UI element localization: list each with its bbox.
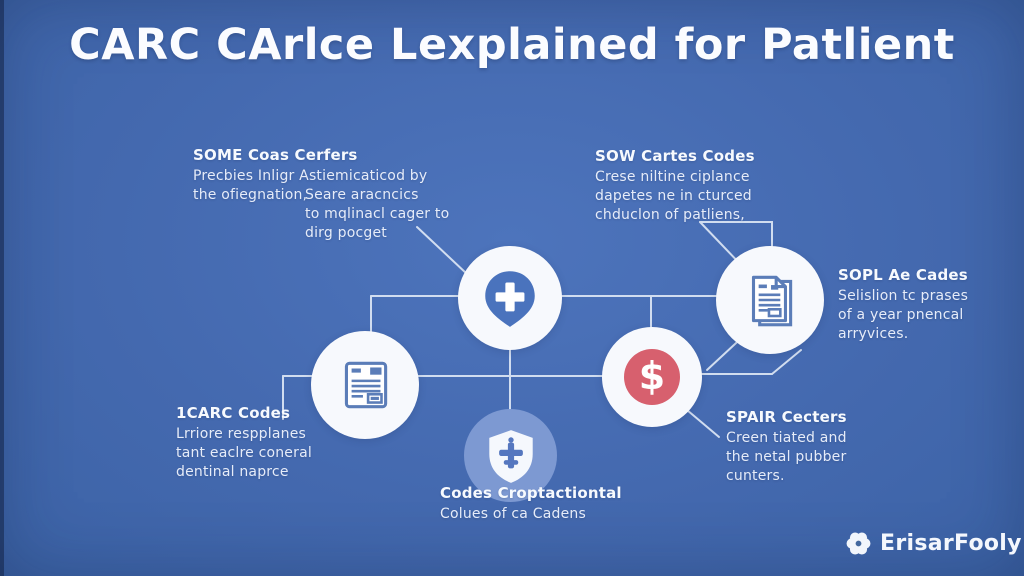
block-line: cunters. [726,468,785,484]
block-line: Precbies Inligr Astiemicaticod by [193,168,428,184]
block-line: the netal pubber [726,449,847,465]
text-block-carc-codes: 1CARC Codes Lrriore respplanes tant eacl… [176,404,312,482]
dollar-sign: $ [638,354,666,398]
block-heading: Codes Croptactiontal [440,484,622,502]
block-line: Selislion tc prases [838,288,969,304]
block-line: tant eaclre coneral [176,445,312,461]
block-line: dirg pocget [305,225,387,241]
block-line: Creen tiated and [726,430,847,446]
block-line: Lrriore respplanes [176,426,307,442]
circle-form-document [311,331,419,439]
block-heading: SPAIR Cecters [726,408,847,426]
block-line: the ofiegnation, [193,187,308,203]
block-line: to mqlinacl cager to [305,206,450,222]
block-line: dapetes ne in cturced [595,188,752,204]
brand-logo: ErisarFooly [845,530,1022,557]
text-block-sow-cartes: SOW Cartes Codes Crese niltine ciplance … [595,147,755,225]
form-document-icon [344,361,388,409]
brand-name: ErisarFooly [880,531,1022,556]
block-heading: SOW Cartes Codes [595,147,755,165]
block-heading: 1CARC Codes [176,404,291,422]
block-line: dentinal naprce [176,464,289,480]
block-line: Colues of ca Cadens [440,506,586,522]
document-pages-icon [751,275,793,327]
circle-shield [464,409,557,502]
block-line: Crese niltine ciplance [595,169,750,185]
block-line: chduclon of patliens, [595,207,745,223]
block-line: of a year pnencal [838,307,964,323]
text-block-some-coas-indent: Seare aracncics to mqlinacl cager to dir… [305,186,449,243]
dollar-coin-icon: $ [624,349,680,405]
medical-plus-pin-icon [485,271,535,327]
circle-dollar: $ [602,327,702,427]
text-block-spair: SPAIR Cecters Creen tiated and the netal… [726,408,847,486]
block-heading: SOPL Ae Cades [838,266,968,284]
circle-document-pages [716,246,824,354]
circle-medical-pin [458,246,562,350]
block-line: arryvices. [838,326,909,342]
text-block-sopl-ae: SOPL Ae Cades Selislion tc prases of a y… [838,266,968,344]
shield-cross-icon [488,429,533,483]
block-line: Seare aracncics [305,187,419,203]
text-block-some-coas: SOME Coas Cerfers Precbies Inligr Astiem… [193,146,427,205]
flower-gear-icon [846,532,871,555]
page-title: CARC CArlce Lexplained for Patlient [69,20,955,70]
text-block-codes-crop: Codes Croptactiontal Colues of ca Cadens [440,484,622,524]
block-heading: SOME Coas Cerfers [193,146,358,164]
edge-shadow [0,0,4,576]
